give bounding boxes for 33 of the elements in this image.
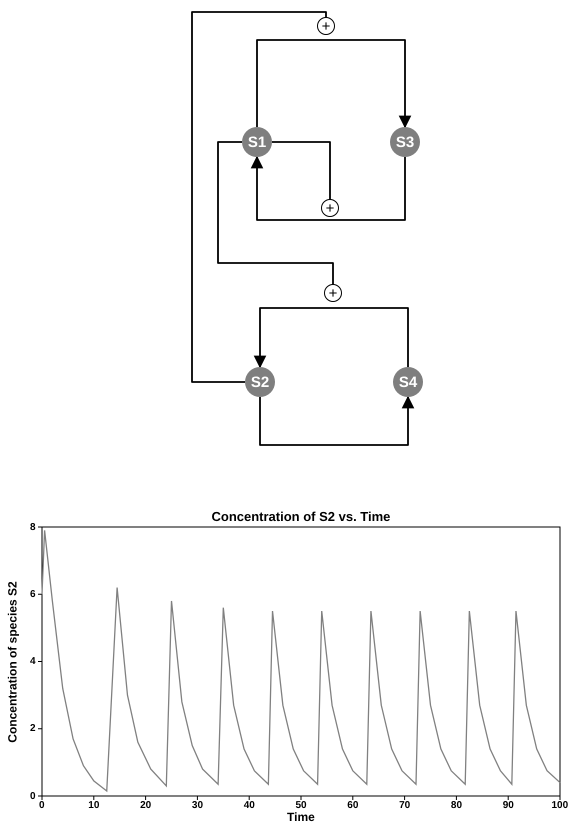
activation-marker: +: [317, 17, 335, 35]
regulation-line: [191, 11, 327, 383]
regulation-line: [272, 141, 331, 199]
reaction-arrow: [254, 307, 409, 368]
species-node: S3: [390, 127, 420, 157]
reaction-arrow: [259, 396, 414, 446]
tick-label: 90: [502, 800, 514, 811]
tick-label: 0: [30, 790, 36, 802]
chart-title: Concentration of S2 vs. Time: [212, 509, 390, 524]
tick-label: 80: [450, 800, 462, 811]
species-node: S2: [245, 367, 275, 397]
tick-label: 70: [399, 800, 410, 811]
reaction-arrow: [250, 156, 406, 221]
tick-label: 100: [552, 800, 568, 811]
axis-title: Concentration of species S2: [5, 580, 20, 742]
tick-label: 40: [244, 800, 255, 811]
tick-label: 50: [296, 800, 307, 811]
tick-label: 30: [192, 800, 204, 811]
species-node: S1: [242, 127, 272, 157]
tick-label: 10: [88, 800, 100, 811]
activation-marker: +: [324, 284, 342, 302]
tick-label: 20: [140, 800, 152, 811]
axis-title: Time: [287, 810, 315, 824]
regulation-line: [217, 141, 334, 284]
tick-label: 8: [30, 522, 36, 532]
reaction-arrow: [256, 39, 412, 128]
tick-label: 60: [347, 800, 358, 811]
activation-marker: +: [321, 199, 339, 217]
species-node: S4: [393, 367, 423, 397]
tick-label: 6: [30, 588, 36, 600]
tick-label: 0: [39, 800, 45, 811]
tick-label: 4: [30, 656, 36, 667]
tick-label: 2: [30, 723, 36, 734]
